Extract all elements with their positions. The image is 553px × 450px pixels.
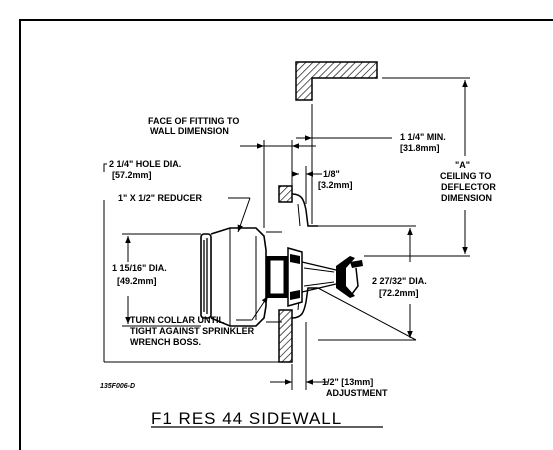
drawing-number: 135F006-D <box>100 383 135 390</box>
label-a-dimension: "A" <box>455 160 470 170</box>
label-tight-against: TIGHT AGAINST SPRINKLER <box>130 326 255 336</box>
drawing-title: F1 RES 44 SIDEWALL <box>151 409 342 428</box>
label-dimension: DIMENSION <box>441 193 492 203</box>
label-dia-1-15-16: 1 15/16" DIA. <box>112 263 167 273</box>
label-eighth: 1/8" <box>323 169 340 179</box>
label-adjustment: ADJUSTMENT <box>326 388 388 398</box>
reducer-fitting <box>200 227 282 327</box>
label-deflector: DEFLECTOR <box>441 182 496 192</box>
label-wrench-boss: WRENCH BOSS. <box>130 337 201 347</box>
wall <box>278 185 293 363</box>
label-hole-dia-mm: [57.2mm] <box>112 170 152 180</box>
drawing-frame <box>19 19 553 450</box>
label-dia-2-27-32: 2 27/32" DIA. <box>372 276 427 286</box>
label-wall-dimension: WALL DIMENSION <box>150 126 229 136</box>
label-min-clearance: 1 1/4" MIN. <box>400 132 446 142</box>
label-face-of-fitting: FACE OF FITTING TO <box>148 116 239 126</box>
label-eighth-mm: [3.2mm] <box>318 180 353 190</box>
ceiling <box>295 61 378 101</box>
label-dia-1-15-16-mm: [49.2mm] <box>117 276 157 286</box>
dimension-lines <box>103 77 470 390</box>
sprinkler-head <box>266 247 363 307</box>
label-hole-dia: 2 1/4" HOLE DIA. <box>109 159 181 169</box>
label-reducer: 1" X 1/2" REDUCER <box>118 193 203 203</box>
label-adjustment-size: 1/2" [13mm] <box>322 377 373 387</box>
label-dia-2-27-32-mm: [72.2mm] <box>379 288 419 298</box>
label-ceiling-to: CEILING TO <box>440 171 491 181</box>
label-min-clearance-mm: [31.8mm] <box>400 143 440 153</box>
label-turn-collar: TURN COLLAR UNTIL <box>130 315 224 325</box>
